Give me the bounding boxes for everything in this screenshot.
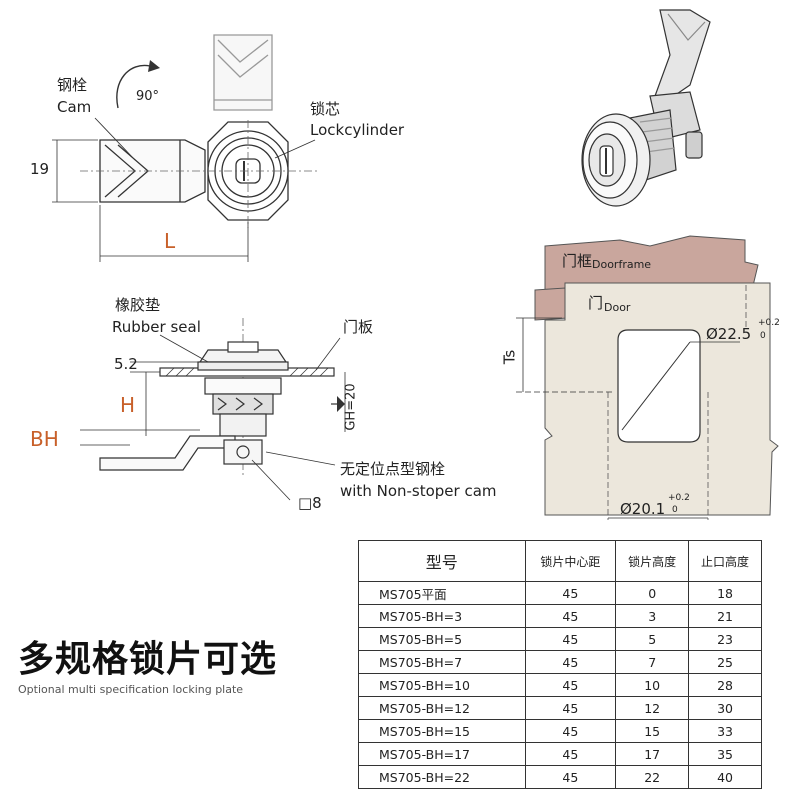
cell-plate-height: 12 (615, 696, 690, 720)
cam-type-label-cn: 无定位点型钢栓 (340, 460, 446, 478)
cell-plate-height: 15 (615, 719, 690, 743)
table-row: MS705-BH=3 45 3 21 (358, 604, 762, 628)
dim-BH-label: BH (30, 427, 59, 451)
header-plate-height: 锁片高度 (615, 540, 690, 582)
cell-stop-height: 18 (688, 581, 762, 605)
cell-center-distance: 45 (524, 719, 617, 743)
cell-plate-height: 10 (615, 673, 690, 697)
dia-20-1-tol-lower: 0 (672, 505, 678, 515)
table-row: MS705-BH=5 45 5 23 (358, 627, 762, 651)
cell-center-distance: 45 (524, 673, 617, 697)
cam-label-cn: 钢栓 (57, 76, 88, 94)
header-stop-height: 止口高度 (688, 540, 762, 582)
dia-20-1-tol-upper: +0.2 (668, 493, 690, 503)
spec-table: 型号 锁片中心距 锁片高度 止口高度 MS705平面 45 0 18 MS705… (358, 540, 762, 789)
dim-H-label: H (120, 393, 136, 417)
cell-model: MS705-BH=17 (358, 742, 526, 766)
side-section-drawing (80, 318, 346, 501)
table-row: MS705-BH=12 45 12 30 (358, 696, 762, 720)
cell-center-distance: 45 (524, 627, 617, 651)
cylinder-label-cn: 锁芯 (310, 100, 341, 118)
dia-22-5-label: Ø22.5 (706, 325, 752, 343)
cell-stop-height: 40 (688, 765, 762, 789)
seal-label-cn: 橡胶垫 (115, 296, 161, 314)
panel-label-cn: 门板 (343, 318, 374, 336)
cell-model: MS705-BH=5 (358, 627, 526, 651)
cam-label-en: Cam (57, 98, 92, 116)
front-view-drawing (52, 34, 320, 262)
table-row: MS705-BH=15 45 15 33 (358, 719, 762, 743)
door-label-cn: 门 (588, 294, 604, 312)
doorframe-label-cn: 门框 (562, 252, 593, 270)
dim-Ts-label: Ts (500, 349, 519, 365)
dia-20-1-label: Ø20.1 (620, 500, 666, 518)
dim-GH-label: GH=20 (343, 383, 359, 431)
cell-model: MS705-BH=15 (358, 719, 526, 743)
dia-22-5-tol-upper: +0.2 (758, 318, 780, 328)
doorframe-label-en: Doorframe (592, 258, 652, 271)
table-row: MS705-BH=10 45 10 28 (358, 673, 762, 697)
cell-model: MS705-BH=7 (358, 650, 526, 674)
cell-center-distance: 45 (524, 696, 617, 720)
cell-stop-height: 21 (688, 604, 762, 628)
cell-model: MS705-BH=10 (358, 673, 526, 697)
rotation-label: 90° (136, 89, 160, 104)
table-row: MS705-BH=22 45 22 40 (358, 765, 762, 789)
dim-5-2-label: 5.2 (114, 355, 138, 373)
dia-22-5-tol-lower: 0 (760, 331, 766, 341)
cell-center-distance: 45 (524, 604, 617, 628)
cell-stop-height: 28 (688, 673, 762, 697)
cell-stop-height: 23 (688, 627, 762, 651)
cell-plate-height: 22 (615, 765, 690, 789)
cell-stop-height: 30 (688, 696, 762, 720)
cell-model: MS705-BH=12 (358, 696, 526, 720)
seal-label-en: Rubber seal (112, 318, 201, 336)
cylinder-label-en: Lockcylinder (310, 121, 405, 139)
header-center-distance: 锁片中心距 (524, 540, 617, 582)
cell-plate-height: 3 (615, 604, 690, 628)
dim-19-label: 19 (30, 160, 50, 178)
cell-center-distance: 45 (524, 650, 617, 674)
cell-model: MS705平面 (358, 581, 526, 605)
subline: Optional multi specification locking pla… (18, 683, 244, 696)
cell-center-distance: 45 (524, 581, 617, 605)
product-3d-illustration (581, 9, 711, 207)
cell-plate-height: 5 (615, 627, 690, 651)
square-drive-label: □8 (298, 494, 322, 512)
cell-stop-height: 33 (688, 719, 762, 743)
cell-model: MS705-BH=3 (358, 604, 526, 628)
table-row: MS705-BH=17 45 17 35 (358, 742, 762, 766)
cell-plate-height: 0 (615, 581, 690, 605)
header-model: 型号 (358, 540, 526, 582)
cell-stop-height: 25 (688, 650, 762, 674)
cam-type-label-en: with Non-stoper cam (340, 482, 497, 500)
headline: 多规格锁片可选 (18, 639, 278, 680)
cell-plate-height: 7 (615, 650, 690, 674)
cell-center-distance: 45 (524, 742, 617, 766)
cell-plate-height: 17 (615, 742, 690, 766)
table-row: MS705-BH=7 45 7 25 (358, 650, 762, 674)
table-row: MS705平面 45 0 18 (358, 581, 762, 605)
dim-L-label: L (164, 229, 176, 253)
door-cutout-drawing (516, 235, 779, 520)
cell-center-distance: 45 (524, 765, 617, 789)
door-label-en: Door (604, 301, 631, 314)
table-header-row: 型号 锁片中心距 锁片高度 止口高度 (358, 540, 762, 582)
cell-model: MS705-BH=22 (358, 765, 526, 789)
cell-stop-height: 35 (688, 742, 762, 766)
